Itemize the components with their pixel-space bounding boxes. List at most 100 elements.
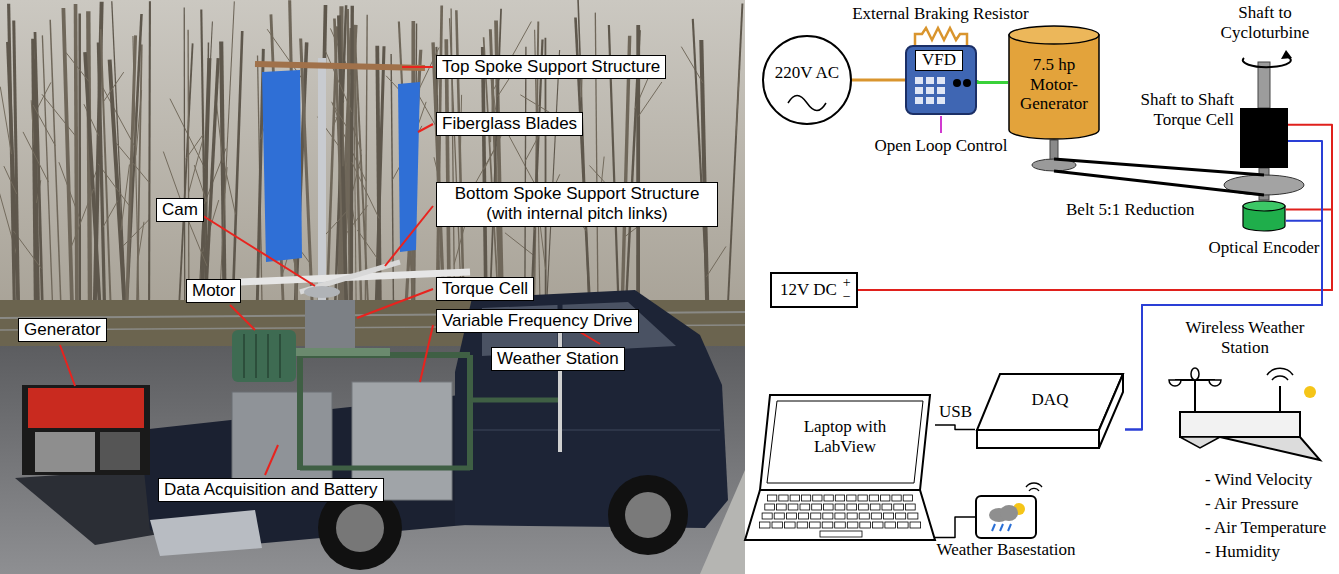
- tree-trunks: [638, 82, 662, 117]
- laptop-drawing: [813, 495, 822, 501]
- laptop-drawing: [788, 504, 798, 510]
- pickup-truck: [608, 475, 688, 555]
- keypad-symbol: [926, 77, 934, 84]
- keypad-symbol: [937, 77, 945, 84]
- vfd-box: VFD: [905, 45, 977, 115]
- tree-trunks: [127, 35, 136, 305]
- tree-trunks: [505, 233, 535, 256]
- part-label: Weather Station: [491, 347, 625, 371]
- leader-line: [265, 445, 278, 475]
- support-frame: [297, 355, 303, 470]
- station-drawing: [1180, 412, 1300, 437]
- laptop-drawing: [772, 522, 783, 528]
- generator: [28, 388, 144, 428]
- belt-drive: [1054, 171, 1264, 195]
- tree-trunks: [547, 50, 560, 305]
- laptop-drawing: [859, 504, 869, 510]
- tree-trunks: [194, 165, 207, 202]
- tree-trunks: [189, 138, 204, 193]
- laptop-drawing: [860, 522, 871, 528]
- part-label-text: Data Acquisition and Battery: [164, 480, 378, 500]
- tree-trunks: [137, 44, 142, 305]
- support-frame: [470, 398, 560, 403]
- part-label-text: Fiberglass Blades: [442, 114, 577, 134]
- laptop-drawing: [822, 522, 833, 528]
- ac-source-circle: 220V AC: [762, 35, 852, 125]
- device-label: Optical Encoder: [1209, 238, 1320, 258]
- tree-trunks: [352, 162, 379, 219]
- generator: [100, 432, 140, 470]
- measurement-item: - Air Temperature: [1205, 518, 1326, 538]
- keypad-symbol: [937, 87, 945, 94]
- braking-resistor: [915, 28, 967, 45]
- tree-trunks: [506, 131, 538, 190]
- measurement-item: - Air Pressure: [1205, 494, 1298, 514]
- pickup-truck: [15, 290, 728, 570]
- leader-line: [230, 305, 255, 330]
- cylinder-shape: [1242, 200, 1286, 232]
- tree-trunks: [104, 72, 124, 101]
- station-drawing: [1160, 362, 1330, 468]
- turbine: [243, 334, 245, 378]
- laptop-drawing: [777, 504, 787, 510]
- device-label: Weather Basestation: [937, 540, 1076, 560]
- laptop-drawing: [800, 504, 810, 510]
- laptop-drawing: [811, 513, 821, 519]
- device-label: Wireless Weather Station: [1160, 318, 1330, 357]
- torque-cell-box: Shaft to Shaft Torque Cell: [1240, 108, 1288, 168]
- annotation: Belt 5:1 Reduction: [1066, 200, 1194, 220]
- device-label: DAQ: [1005, 390, 1095, 410]
- laptop-drawing: [762, 513, 772, 519]
- shaft: [1258, 62, 1270, 108]
- turbine: [232, 58, 470, 382]
- leader-line: [402, 66, 433, 68]
- station-drawing: [1267, 368, 1293, 375]
- tree-trunks: [14, 20, 19, 305]
- polarity-marks: +−: [843, 276, 851, 304]
- part-label: Torque Cell: [436, 277, 534, 301]
- laptop-drawing: [870, 504, 880, 510]
- keypad-symbol: [963, 79, 971, 87]
- station-drawing: [1194, 380, 1196, 412]
- laptop-drawing: [759, 522, 770, 528]
- laptop-drawing: [894, 504, 904, 510]
- part-label-text: Bottom Spoke Support Structure (with int…: [442, 184, 712, 225]
- tree-trunks: [351, 6, 352, 305]
- connector-wire: [1125, 141, 1322, 430]
- shaft: [1281, 50, 1292, 59]
- laptop-drawing: [785, 522, 796, 528]
- laptop-drawing: [745, 490, 935, 540]
- support-frame: [300, 466, 470, 471]
- leader-line: [385, 206, 433, 266]
- tree-trunks: [326, 51, 352, 112]
- daq-slab: [977, 430, 1099, 448]
- laptop-drawing: [847, 504, 857, 510]
- laptop-drawing: [835, 513, 845, 519]
- laptop-drawing: [872, 522, 883, 528]
- annotation: Shaft to Cycloturbine: [1205, 3, 1325, 42]
- tree-trunks: [357, 230, 377, 259]
- leader-line: [200, 214, 315, 286]
- polarity-mark: +: [843, 276, 851, 290]
- basestation-tablet: Weather Basestation: [975, 495, 1037, 539]
- turbine: [255, 334, 257, 378]
- tree-trunks: [219, 1, 234, 305]
- annotation: Open Loop Control: [866, 136, 1016, 156]
- source-label: 220V AC: [764, 63, 850, 83]
- measurement-item: - Wind Velocity: [1205, 470, 1312, 490]
- turbine: [304, 286, 340, 298]
- tree-trunks: [127, 14, 142, 305]
- tree-trunks: [339, 15, 346, 305]
- turbine: [232, 330, 296, 382]
- laptop-drawing: [835, 495, 844, 501]
- shaft: [1243, 50, 1292, 108]
- tree-trunks: [417, 93, 437, 129]
- keypad-symbol: [926, 87, 934, 94]
- measurement-item: - Humidity: [1205, 542, 1280, 562]
- support-frame: [558, 326, 562, 452]
- laptop-drawing: [847, 513, 857, 519]
- generator: [22, 385, 150, 475]
- station-drawing: [1304, 386, 1316, 398]
- leader-line: [357, 289, 433, 318]
